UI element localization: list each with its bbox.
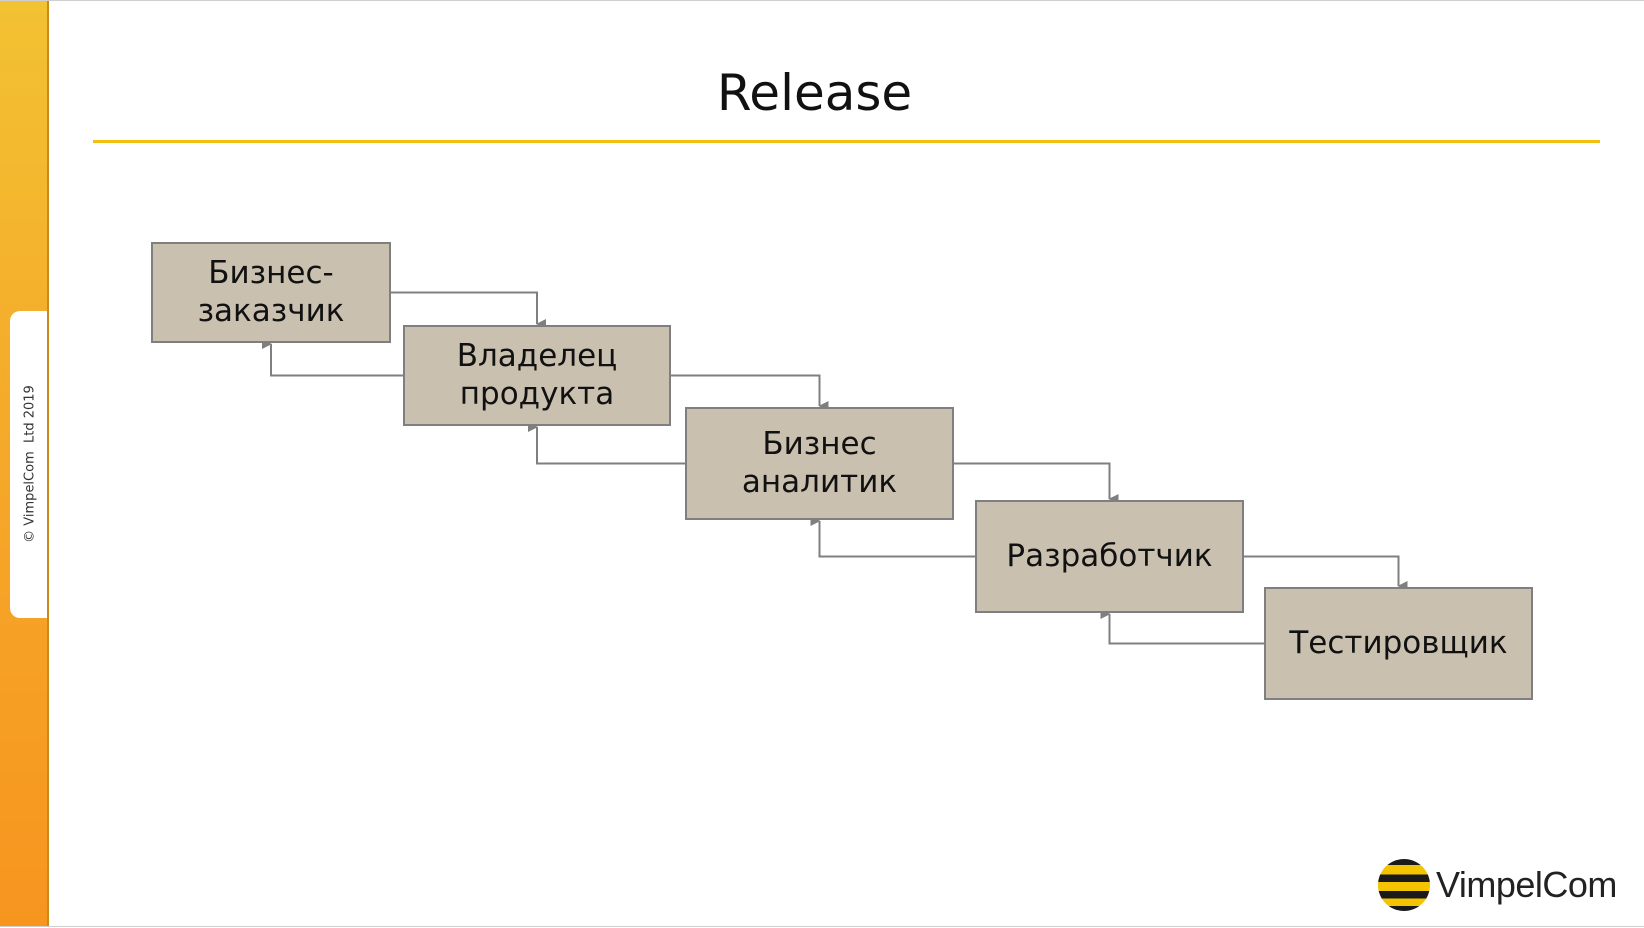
connector-product-owner-to-business-customer [262, 339, 403, 377]
node-business-customer: Бизнес- заказчик [151, 242, 391, 343]
node-label-line: продукта [459, 375, 615, 412]
copyright-text: © VimpelCom Ltd 2019 [22, 385, 38, 543]
connector-business-analyst-to-developer [954, 462, 1119, 504]
logo-text: VimpelCom [1436, 864, 1617, 905]
node-product-owner: Владелец продукта [403, 325, 671, 426]
connector-business-analyst-to-product-owner [528, 422, 685, 465]
connector-tester-to-developer [1100, 609, 1264, 645]
node-label-line: Владелец [456, 337, 618, 374]
connector-product-owner-to-business-analyst [671, 374, 829, 411]
node-label-line: аналитик [741, 463, 898, 500]
title-rule [93, 140, 1600, 143]
connector-developer-to-tester [1244, 555, 1408, 591]
node-business-analyst: Бизнес аналитик [685, 407, 954, 520]
node-developer: Разработчик [975, 500, 1244, 613]
beeline-ball-icon [1378, 859, 1430, 911]
node-label-line: Тестировщик [1289, 624, 1508, 661]
vimpelcom-logo: VimpelCom [1378, 857, 1617, 913]
connector-developer-to-business-analyst [810, 516, 975, 558]
connector-business-customer-to-product-owner [391, 291, 546, 329]
slide-title: Release [716, 64, 913, 122]
node-label-line: Разработчик [1006, 537, 1213, 574]
node-tester: Тестировщик [1264, 587, 1533, 700]
node-label-line: Бизнес- [208, 254, 334, 291]
node-label-line: заказчик [197, 292, 345, 329]
node-label-line: Бизнес [762, 425, 877, 462]
copyright-tab [10, 311, 47, 618]
